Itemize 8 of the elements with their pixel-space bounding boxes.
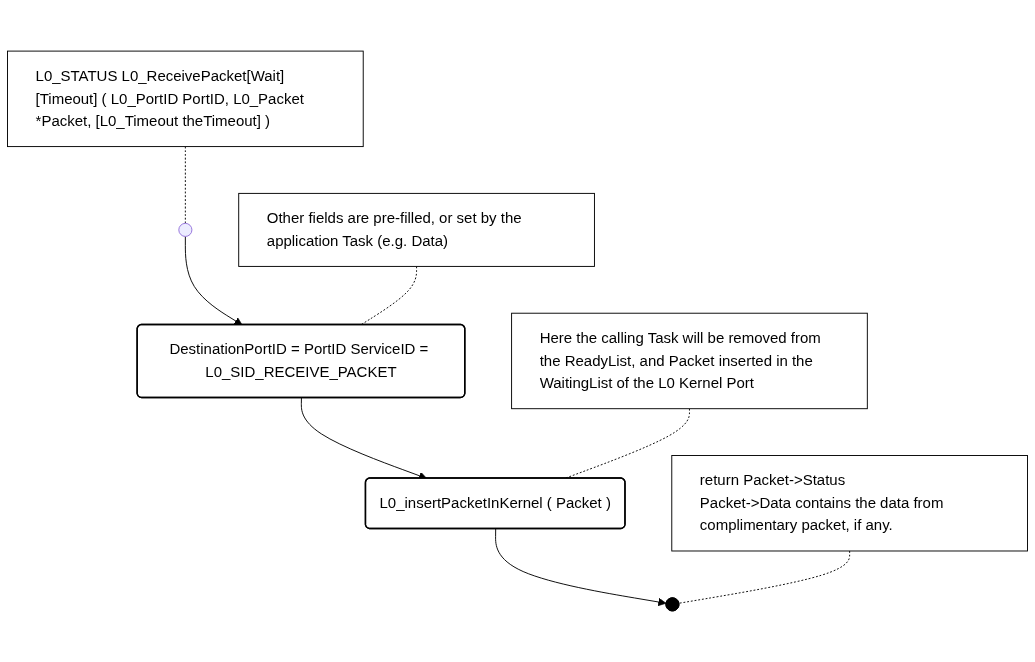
connector [360, 265, 418, 326]
node-box: L0_STATUS L0_ReceivePacket[Wait][Timeout] ( L0_PortID PortID, L0_Packet *Packet, [L0_Timeout theTimeout] ) [7, 50, 364, 148]
node-box: Here the calling Task will be removed from the ReadyList, and Packet inserted in the WaitingList of the L0 Kernel Port [511, 312, 868, 410]
node-circle [178, 222, 193, 237]
node-box: Other fields are pre-filled, or set by the application Task (e.g. Data) [238, 192, 595, 267]
connector [184, 146, 186, 224]
connector [678, 550, 851, 604]
node-box: return Packet->Status Packet->Data contains the data from complimentary packet, if any. [671, 455, 1028, 552]
